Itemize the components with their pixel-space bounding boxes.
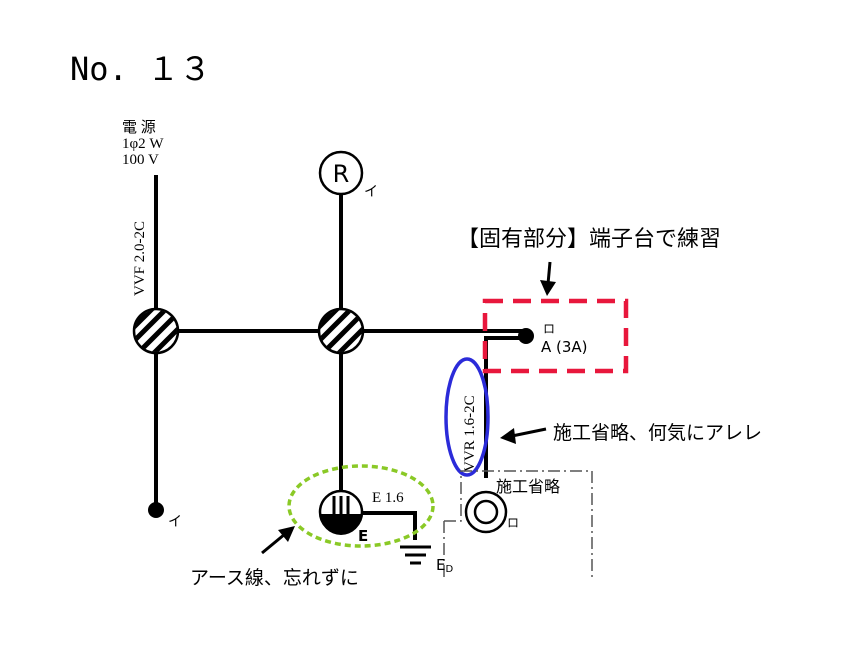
receptacle-tag: ロ [507,516,519,530]
omission-note: 施工省略、何気にアレレ [553,422,762,444]
cable-label-terminal: VVR 1.6-2C [462,395,478,472]
outlet-earth-label: E [358,527,368,545]
cable-highlight-ellipse [444,357,490,477]
junction-box-left [132,307,180,355]
lamp-tag: イ [364,184,378,200]
power-source-voltage: 100 V [122,152,159,168]
terminal-tag: ロ [543,322,555,336]
lamp-r: R [318,150,364,196]
terminal-dot [518,328,534,344]
earth-wire-label: E 1.6 [372,490,404,506]
wire-terminal-cable [484,336,524,478]
junction-box-center [317,307,365,355]
power-source-phase: 1φ2 W [122,136,164,152]
receptacle-ro [464,490,508,534]
earth-highlight-ellipse [287,464,435,548]
earth-note: アース線、忘れずに [190,567,359,589]
page-title: No. １３ [70,50,211,88]
omitted-box-label: 施工省略 [496,477,560,496]
lamp-symbol: R [333,160,350,188]
ground-icon [400,545,431,565]
terminal-practice-note: 【固有部分】端子台で練習 [457,227,721,252]
arrow-down-icon [540,261,556,296]
omitted-construction-box [443,470,593,580]
terminal-rating: A (3A) [541,338,588,356]
switch-i-tag: イ [168,514,182,530]
ground-label: ED [436,556,453,575]
cable-label-main: VVF 2.0-2C [132,221,148,296]
arrow-left-icon [500,427,547,444]
terminal-highlight-box [482,298,629,374]
outlet-with-earth [318,489,364,535]
arrow-up-right-icon [261,526,295,555]
power-source-label: 電 源 [122,119,156,136]
switch-i-dot [148,502,164,518]
